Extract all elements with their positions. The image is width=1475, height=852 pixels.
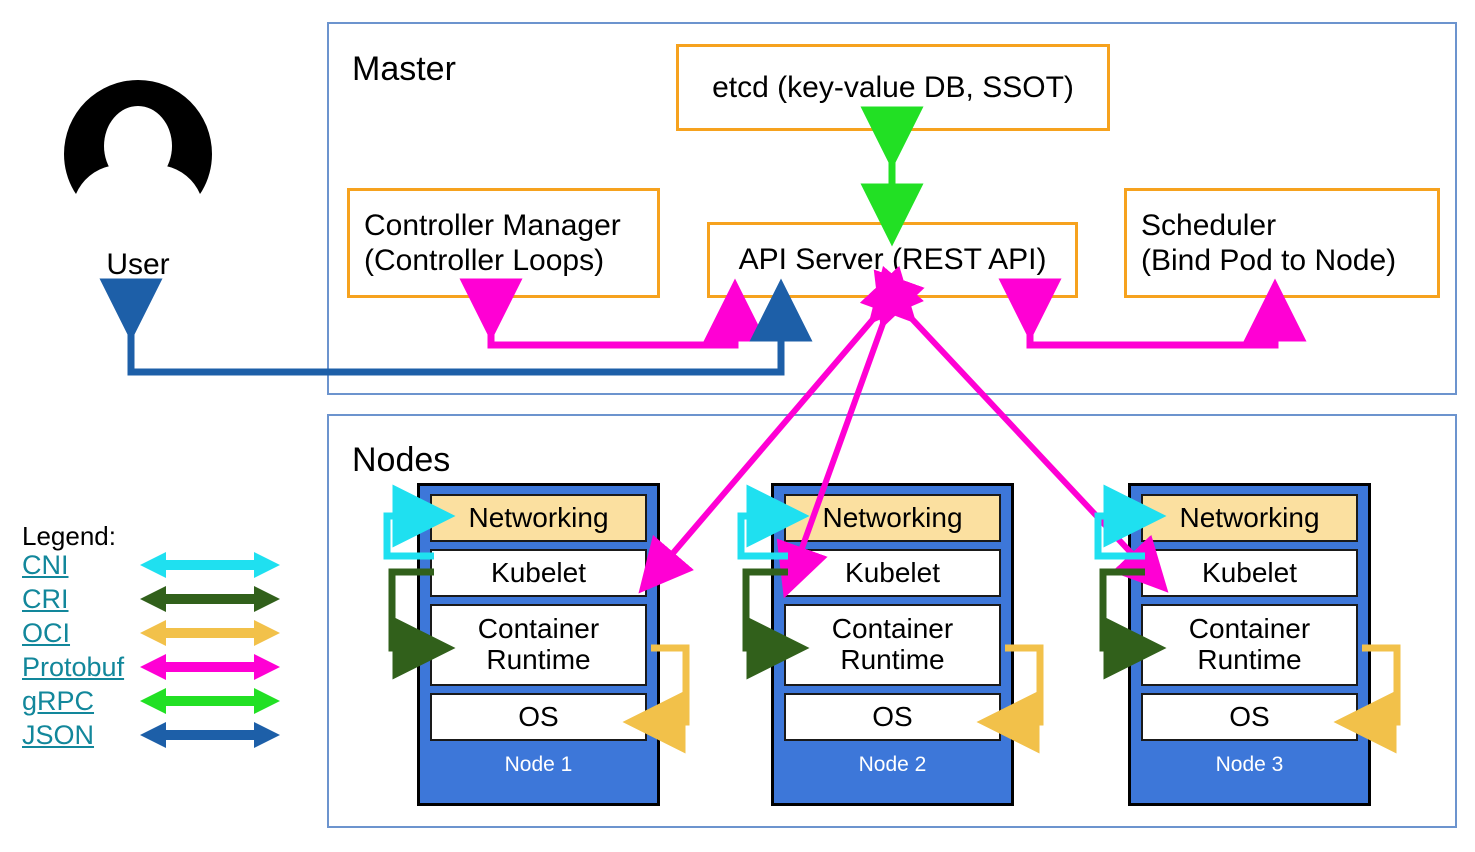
legend-label-protobuf[interactable]: Protobuf: [22, 651, 125, 682]
api-server-label: API Server (REST API): [738, 243, 1047, 277]
user-avatar-icon: [64, 80, 212, 194]
controller-manager-box[interactable]: Controller Manager (Controller Loops): [347, 188, 660, 298]
user-label: User: [106, 248, 170, 281]
etcd-box[interactable]: etcd (key-value DB, SSOT): [676, 44, 1110, 131]
node-2-kubelet-layer: Kubelet: [784, 549, 1001, 597]
node-3-name: Node 3: [1215, 753, 1284, 776]
api-server-box[interactable]: API Server (REST API): [707, 222, 1078, 298]
legend-title: Legend:: [22, 521, 116, 551]
node-card-2[interactable]: Networking Kubelet Container Runtime OS …: [771, 483, 1014, 806]
node-2-os-layer: OS: [784, 693, 1001, 741]
node-2-networking-layer: Networking: [784, 494, 1001, 542]
legend-arrow-grpc: [140, 688, 280, 714]
legend-row-json[interactable]: JSON: [22, 718, 280, 752]
node-3-os-layer: OS: [1141, 693, 1358, 741]
legend-row-cni[interactable]: CNI: [22, 548, 280, 582]
legend-arrow-cni: [140, 552, 280, 578]
node-1-name: Node 1: [504, 753, 573, 776]
legend-label-oci[interactable]: OCI: [22, 617, 71, 648]
node-card-1[interactable]: Networking Kubelet Container Runtime OS …: [417, 483, 660, 806]
legend-arrow-protobuf: [140, 654, 280, 680]
master-group-title: Master: [352, 50, 456, 88]
node-2-container-runtime-layer: Container Runtime: [784, 604, 1001, 686]
scheduler-box[interactable]: Scheduler (Bind Pod to Node): [1124, 188, 1440, 298]
node-3-container-runtime-layer: Container Runtime: [1141, 604, 1358, 686]
node-card-3[interactable]: Networking Kubelet Container Runtime OS …: [1128, 483, 1371, 806]
node-1-kubelet-layer: Kubelet: [430, 549, 647, 597]
legend-row-grpc[interactable]: gRPC: [22, 684, 280, 718]
node-3-kubelet-layer: Kubelet: [1141, 549, 1358, 597]
node-1-networking-layer: Networking: [430, 494, 647, 542]
node-1-container-runtime-layer: Container Runtime: [430, 604, 647, 686]
legend-arrow-cri: [140, 586, 280, 612]
legend-row-oci[interactable]: OCI: [22, 616, 280, 650]
node-2-name: Node 2: [858, 753, 927, 776]
legend-arrow-json: [140, 722, 280, 748]
legend-row-protobuf[interactable]: Protobuf: [22, 650, 280, 684]
nodes-group-title: Nodes: [352, 441, 451, 479]
scheduler-label: Scheduler (Bind Pod to Node): [1141, 208, 1397, 277]
node-1-os-layer: OS: [430, 693, 647, 741]
node-3-networking-layer: Networking: [1141, 494, 1358, 542]
legend-row-cri[interactable]: CRI: [22, 582, 280, 616]
legend-label-grpc[interactable]: gRPC: [22, 685, 95, 716]
legend-label-cni[interactable]: CNI: [22, 549, 69, 580]
etcd-label: etcd (key-value DB, SSOT): [712, 70, 1074, 104]
legend-label-cri[interactable]: CRI: [22, 583, 69, 614]
legend-label-json[interactable]: JSON: [22, 719, 95, 750]
controller-manager-label: Controller Manager (Controller Loops): [364, 208, 621, 277]
legend-arrow-oci: [140, 620, 280, 646]
